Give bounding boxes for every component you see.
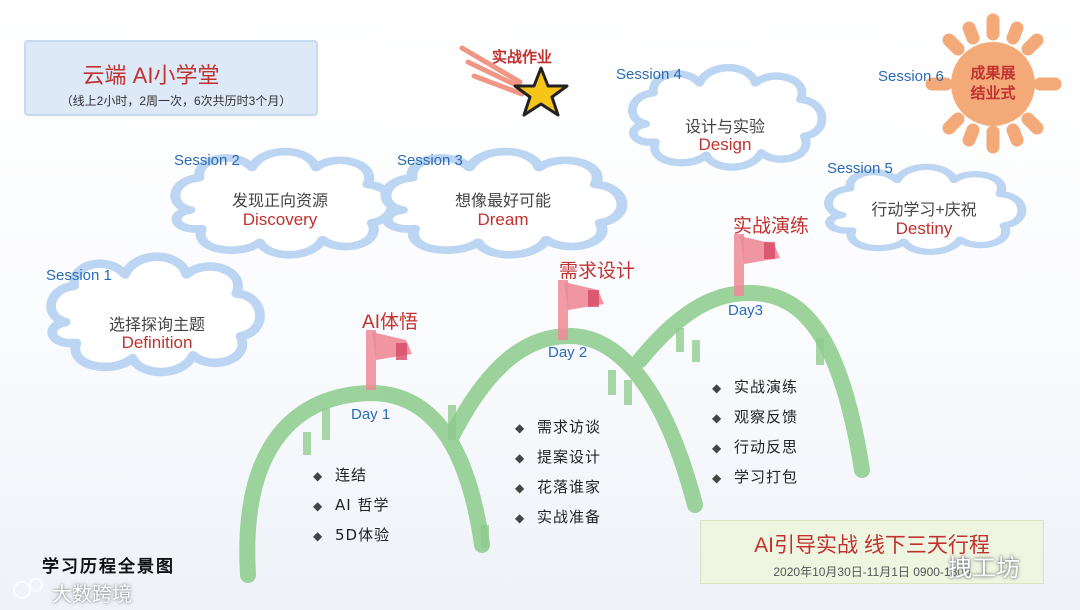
list-item: ◆AI 哲学 — [313, 490, 390, 520]
hill-texture — [303, 328, 824, 548]
day-3-flag-label: 实战演练 — [732, 216, 809, 237]
session-5-topic: 行动学习+庆祝 — [871, 202, 977, 219]
diamond-bullet-icon: ◆ — [515, 481, 526, 495]
day-2-label: Day 2 — [548, 344, 588, 361]
diamond-bullet-icon: ◆ — [712, 381, 723, 395]
session-1-topic: 选择探询主题 — [108, 317, 205, 334]
session-2-label: Session 2 — [174, 152, 240, 169]
session-5-label: Session 5 — [827, 160, 893, 177]
day-1-flag-label: AI体悟 — [362, 312, 418, 333]
graduation-label: 成果展 结业式 — [970, 65, 1016, 102]
day-1-item-list: ◆连结 ◆AI 哲学 ◆5D体验 — [313, 460, 390, 550]
list-item: ◆需求访谈 — [515, 412, 601, 442]
diamond-bullet-icon: ◆ — [313, 469, 324, 483]
flag-day-2 — [558, 280, 604, 340]
diamond-bullet-icon: ◆ — [313, 529, 324, 543]
session-3-phase: Dream — [477, 210, 529, 229]
day-1-label: Day 1 — [351, 406, 391, 423]
session-1-label: Session 1 — [46, 267, 112, 284]
day-3-label: Day3 — [728, 302, 764, 319]
session-3-topic: 想像最好可能 — [454, 193, 551, 210]
hills — [239, 284, 870, 583]
watermark-logo-icon — [13, 578, 43, 599]
hill-day-1 — [239, 384, 490, 583]
diamond-bullet-icon: ◆ — [712, 411, 723, 425]
course-subtitle: （线上2小时，2周一次，6次共历时3个月） — [60, 94, 292, 108]
watermark-left: 大数跨境 — [52, 584, 132, 606]
day-3-item-list: ◆实战演练 ◆观察反馈 ◆行动反思 ◆学习打包 — [712, 372, 798, 492]
panorama-caption: 学习历程全景图 — [42, 557, 175, 577]
list-item: ◆学习打包 — [712, 462, 798, 492]
session-4-phase: Design — [698, 135, 752, 154]
day-2-flag-label: 需求设计 — [558, 261, 635, 282]
hill-day-2 — [442, 327, 703, 513]
flag-day-1 — [366, 330, 412, 390]
course-title: 云端 AI小学堂 — [82, 63, 220, 88]
session-4-label: Session 4 — [616, 66, 682, 83]
homework-label: 实战作业 — [492, 49, 553, 66]
session-1-phase: Definition — [121, 333, 193, 352]
list-item: ◆5D体验 — [313, 520, 390, 550]
list-item: ◆行动反思 — [712, 432, 798, 462]
sun-icon — [925, 13, 1062, 154]
list-item: ◆观察反馈 — [712, 402, 798, 432]
offline-program-title: AI引导实战 线下三天行程 — [754, 534, 990, 557]
session-6-label: Session 6 — [878, 68, 944, 85]
day-2-item-list: ◆需求访谈 ◆提案设计 ◆花落谁家 ◆实战准备 — [515, 412, 601, 532]
diamond-bullet-icon: ◆ — [515, 451, 526, 465]
hill-day-3 — [632, 284, 870, 478]
diamond-bullet-icon: ◆ — [712, 441, 723, 455]
session-2-topic: 发现正向资源 — [231, 193, 328, 210]
course-title-box: 云端 AI小学堂 （线上2小时，2周一次，6次共历时3个月） — [24, 40, 318, 116]
session-5-phase: Destiny — [895, 219, 953, 238]
list-item: ◆实战演练 — [712, 372, 798, 402]
diamond-bullet-icon: ◆ — [313, 499, 324, 513]
diamond-bullet-icon: ◆ — [515, 421, 526, 435]
list-item: ◆实战准备 — [515, 502, 601, 532]
session-3-label: Session 3 — [397, 152, 463, 169]
offline-program-date: 2020年10月30日-11月1日 0900-1800 — [773, 565, 971, 579]
session-2-phase: Discovery — [242, 210, 318, 229]
shooting-star-icon — [459, 45, 569, 117]
list-item: ◆提案设计 — [515, 442, 601, 472]
list-item: ◆花落谁家 — [515, 472, 601, 502]
diamond-bullet-icon: ◆ — [712, 471, 723, 485]
offline-program-box: AI引导实战 线下三天行程 2020年10月30日-11月1日 0900-180… — [700, 520, 1044, 584]
list-item: ◆连结 — [313, 460, 390, 490]
flag-day-3 — [734, 234, 780, 296]
diamond-bullet-icon: ◆ — [515, 511, 526, 525]
watermark-right: 拽工坊 — [948, 555, 1020, 582]
session-4-topic: 设计与实验 — [684, 119, 765, 136]
